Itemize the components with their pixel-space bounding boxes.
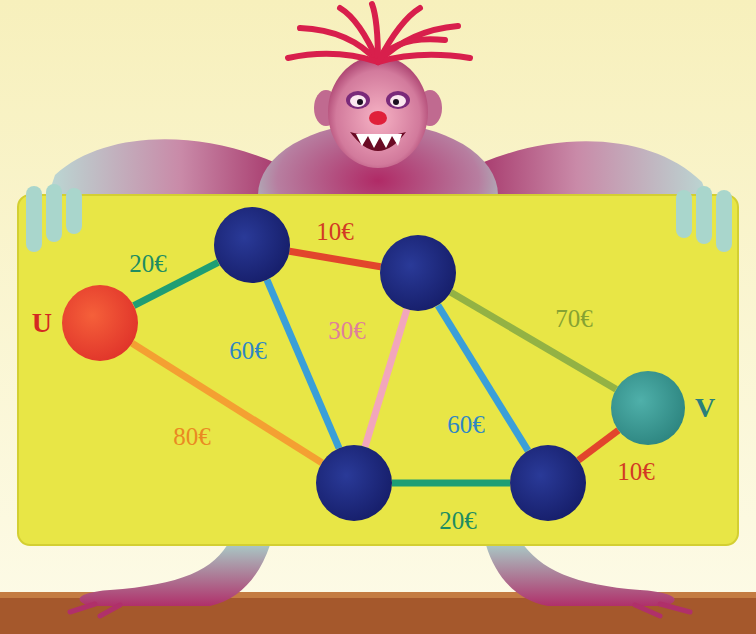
node-circle [510,445,586,521]
finger [716,190,732,252]
node-circle [316,445,392,521]
cost-label: 20€ [129,251,167,276]
node-circle-shape [62,285,138,361]
hair-strand [378,55,470,62]
hair-strand [372,4,378,62]
board [18,195,738,545]
edge-line [365,309,407,446]
edge-line [132,343,322,462]
edge-line [289,251,380,266]
nose [369,111,387,125]
cost-label: 30€ [328,318,366,343]
node-circle-shape [316,445,392,521]
graph-node [316,445,392,521]
cost-label: 80€ [173,424,211,449]
pupil [357,99,363,105]
hair-strand [288,54,378,62]
node-circle-shape [380,235,456,311]
node-label: V [695,394,715,422]
cost-label: 10€ [316,219,354,244]
graph-node: V [611,371,685,445]
right-hand [676,186,732,252]
toe [660,604,690,612]
pupil [393,99,399,105]
left-leg [80,540,270,606]
hair-strand [378,39,445,62]
cost-label: 20€ [439,508,477,533]
edge-line [578,430,618,460]
finger [26,186,42,252]
right-leg [486,540,675,606]
node-circle [611,371,685,445]
eye-shadow [386,91,410,109]
edge-line [438,305,528,450]
edge-line [392,480,510,487]
node-circle [214,207,290,283]
left-hand [26,184,82,252]
toe [100,605,120,616]
graph-node [214,207,290,283]
graph-node: U [62,285,138,361]
toe [635,605,660,616]
eye [390,95,406,107]
toe [70,604,95,612]
node-circle-shape [510,445,586,521]
graph-node [510,445,586,521]
cost-label: 60€ [447,412,485,437]
eye-shadow [346,91,370,109]
cost-label: 60€ [229,338,267,363]
cost-label: 70€ [555,306,593,331]
hair [288,4,470,62]
eye [350,95,366,107]
finger [696,186,712,244]
node-circle-shape [611,371,685,445]
node-label: U [32,309,52,337]
finger [66,188,82,234]
node-circle [62,285,138,361]
node-circle-shape [214,207,290,283]
toes [70,604,690,616]
graph-node [380,235,456,311]
node-circle [380,235,456,311]
teeth [356,134,402,148]
mouth [350,132,406,151]
finger [46,184,62,242]
edge-line [451,292,616,389]
head [328,56,428,168]
edge-line [267,280,339,448]
cost-label: 10€ [617,459,655,484]
finger [676,190,692,238]
